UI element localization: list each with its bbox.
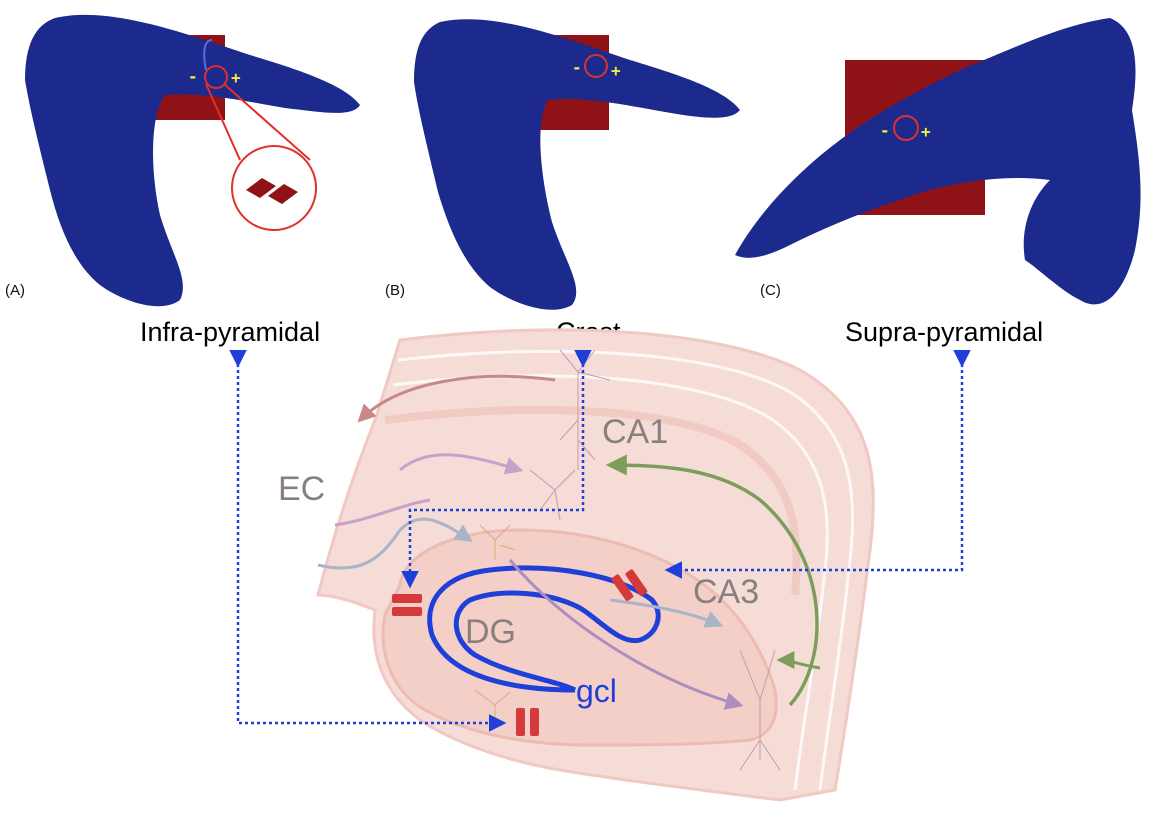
link-supra bbox=[664, 350, 971, 579]
electrode-pair-supra bbox=[611, 569, 648, 601]
minus-sign-b: - bbox=[572, 58, 582, 77]
title-infra-pyramidal: Infra-pyramidal bbox=[140, 317, 320, 347]
hippocampus-mesh-a bbox=[25, 14, 360, 307]
minus-sign-c: - bbox=[880, 121, 890, 140]
zoom-line-right-a bbox=[223, 83, 311, 161]
plus-sign-a: + bbox=[231, 68, 241, 87]
link-crest bbox=[401, 350, 592, 589]
zoom-circle-a bbox=[231, 145, 317, 231]
panel-letter-b: (B) bbox=[385, 282, 405, 299]
label-ec: EC bbox=[278, 470, 325, 508]
highlight-circle-a bbox=[204, 65, 228, 89]
zoomed-electrode-pair-a bbox=[246, 178, 298, 204]
minus-sign-a: - bbox=[188, 67, 198, 86]
electrode-pair-infra bbox=[516, 708, 539, 736]
hippocampus-mesh-c bbox=[735, 18, 1141, 305]
hippocampus-mesh-b bbox=[414, 19, 740, 310]
highlight-circle-b bbox=[584, 54, 608, 78]
panel-letter-c: (C) bbox=[760, 282, 781, 299]
mossy-arrow bbox=[609, 598, 724, 628]
plus-sign-b: + bbox=[611, 61, 621, 80]
electrode-wire-a bbox=[203, 39, 213, 71]
zoom-line-left-a bbox=[205, 83, 241, 161]
plus-sign-c: + bbox=[921, 122, 931, 141]
label-dg: DG bbox=[465, 613, 516, 651]
highlight-circle-c bbox=[893, 115, 919, 141]
label-ca1: CA1 bbox=[602, 413, 668, 451]
label-ca3: CA3 bbox=[693, 573, 759, 611]
ca3-neuron bbox=[739, 649, 781, 771]
title-supra-pyramidal: Supra-pyramidal bbox=[845, 317, 1043, 347]
panel-b: - + bbox=[414, 19, 740, 310]
panel-c: - + bbox=[735, 18, 1141, 305]
link-infra bbox=[229, 350, 507, 732]
label-gcl: gcl bbox=[576, 673, 617, 709]
panel-a: - + bbox=[25, 14, 360, 307]
panel-letter-a: (A) bbox=[5, 282, 25, 299]
link-arrows bbox=[229, 350, 971, 732]
ca3-loop-arrow bbox=[776, 651, 821, 670]
hippocampus-schematic: CA1 CA3 EC DG gcl bbox=[278, 328, 875, 802]
